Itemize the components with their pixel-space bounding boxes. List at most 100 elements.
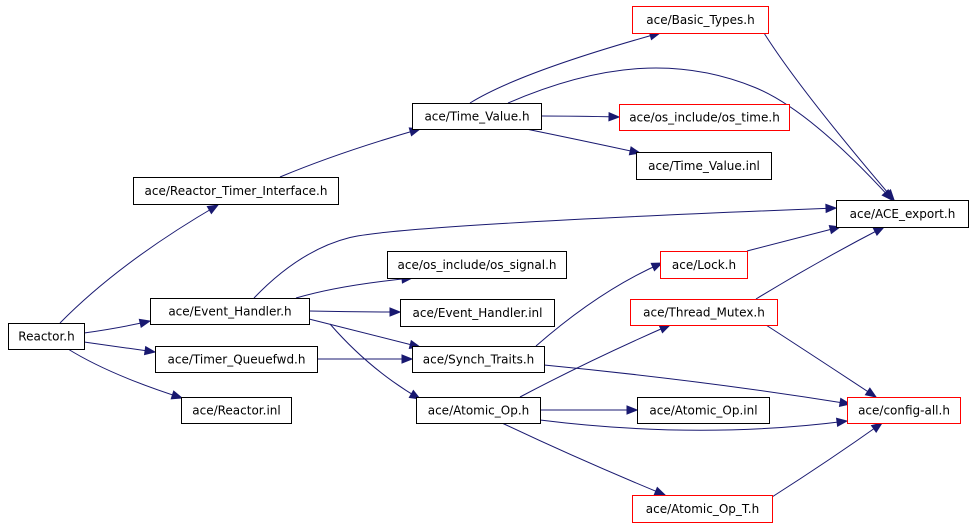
edge-line bbox=[755, 226, 885, 300]
node-label: Reactor.h bbox=[18, 330, 74, 344]
node-label: ace/Event_Handler.inl bbox=[413, 306, 543, 320]
edge-atomic_op_t-to-config_all bbox=[771, 422, 884, 498]
node-label: ace/config-all.h bbox=[858, 404, 950, 418]
node-timer-queuefwd[interactable]: ace/Timer_Queuefwd.h bbox=[155, 346, 318, 373]
edge-reactor_timer_interface-to-time_value_h bbox=[279, 127, 422, 178]
edge-line bbox=[308, 318, 421, 348]
node-time-value-inl[interactable]: ace/Time_Value.inl bbox=[636, 152, 772, 180]
edge-line bbox=[83, 341, 156, 353]
edge-arrowhead bbox=[401, 354, 414, 364]
node-atomic-op-inl[interactable]: ace/Atomic_Op.inl bbox=[637, 397, 770, 424]
edge-line bbox=[295, 277, 413, 299]
node-box bbox=[636, 152, 772, 180]
node-reactor-inl[interactable]: ace/Reactor.inl bbox=[181, 397, 292, 424]
node-box bbox=[637, 397, 770, 424]
node-label: ace/ACE_export.h bbox=[850, 207, 956, 221]
edge-atomic_op_h-to-atomic_op_t bbox=[501, 422, 667, 496]
edge-lock_h-to-ace_export bbox=[746, 225, 842, 252]
node-lock-h[interactable]: ace/Lock.h bbox=[660, 251, 748, 279]
edge-atomic_op_h-to-config_all bbox=[539, 417, 849, 431]
node-box bbox=[133, 177, 339, 205]
node-label: ace/Time_Value.h bbox=[424, 110, 529, 124]
node-label: ace/Reactor_Timer_Interface.h bbox=[145, 184, 328, 198]
node-label: ace/Timer_Queuefwd.h bbox=[168, 353, 306, 367]
edge-timer_queuefwd-to-synch_traits bbox=[317, 354, 414, 364]
edge-thread_mutex-to-config_all bbox=[765, 324, 878, 398]
node-label: ace/os_include/os_time.h bbox=[629, 111, 780, 125]
edge-event_handler_h-to-atomic_op_h bbox=[329, 323, 422, 400]
node-os-time[interactable]: ace/os_include/os_time.h bbox=[619, 104, 790, 131]
edge-reactor_h-to-reactor_timer_interface bbox=[59, 204, 220, 324]
edge-line bbox=[253, 207, 837, 299]
node-atomic-op-t[interactable]: ace/Atomic_Op_T.h bbox=[632, 495, 773, 523]
edge-line bbox=[519, 324, 671, 398]
edge-arrowhead bbox=[389, 307, 402, 317]
node-box bbox=[400, 299, 555, 327]
edge-line bbox=[765, 324, 877, 398]
node-reactor-timer-interface[interactable]: ace/Reactor_Timer_Interface.h bbox=[133, 177, 339, 205]
edge-line bbox=[771, 422, 883, 498]
edge-atomic_op_h-to-atomic_op_inl bbox=[540, 405, 639, 415]
node-box bbox=[847, 397, 961, 424]
node-box bbox=[387, 251, 567, 279]
edge-reactor_h-to-timer_queuefwd bbox=[83, 341, 157, 356]
edge-line bbox=[746, 226, 841, 252]
node-thread-mutex[interactable]: ace/Thread_Mutex.h bbox=[630, 299, 778, 326]
node-box bbox=[416, 397, 541, 424]
node-box bbox=[619, 104, 790, 131]
edge-arrowhead bbox=[872, 226, 886, 237]
node-basic-types[interactable]: ace/Basic_Types.h bbox=[632, 6, 769, 34]
node-box bbox=[632, 6, 769, 34]
edge-line bbox=[501, 422, 666, 496]
node-box bbox=[412, 103, 542, 130]
edge-arrowhead bbox=[658, 324, 672, 334]
nodes-layer: Reactor.hace/Reactor_Timer_Interface.hac… bbox=[8, 6, 969, 523]
edges-layer bbox=[59, 31, 895, 498]
node-box bbox=[632, 495, 773, 523]
edge-arrowhead bbox=[626, 405, 639, 415]
node-box bbox=[181, 397, 292, 424]
edge-line bbox=[67, 348, 183, 399]
edge-time_value_h-to-basic_types bbox=[469, 31, 662, 104]
node-label: ace/Event_Handler.h bbox=[168, 305, 291, 319]
node-reactor-h[interactable]: Reactor.h bbox=[8, 323, 85, 350]
edge-reactor_h-to-event_handler_h bbox=[83, 318, 152, 334]
edge-arrowhead bbox=[170, 390, 184, 400]
edge-synch_traits-to-lock_h bbox=[535, 262, 664, 347]
node-label: ace/Lock.h bbox=[672, 258, 736, 272]
node-config-all[interactable]: ace/config-all.h bbox=[847, 397, 961, 424]
edge-arrowhead bbox=[825, 203, 838, 214]
node-synch-traits[interactable]: ace/Synch_Traits.h bbox=[412, 346, 545, 373]
node-event-handler-h[interactable]: ace/Event_Handler.h bbox=[150, 298, 310, 325]
node-label: ace/Atomic_Op.h bbox=[428, 404, 530, 418]
edge-line bbox=[540, 115, 620, 118]
edge-line bbox=[329, 323, 421, 400]
node-label: ace/os_include/os_signal.h bbox=[398, 258, 557, 272]
node-box bbox=[836, 200, 969, 228]
node-label: ace/Basic_Types.h bbox=[646, 13, 754, 27]
node-box bbox=[155, 346, 318, 373]
edge-arrowhead bbox=[653, 486, 667, 496]
edge-arrowhead bbox=[835, 417, 849, 428]
edge-line bbox=[543, 364, 851, 405]
edge-time_value_h-to-time_value_inl bbox=[525, 128, 642, 156]
node-label: ace/Thread_Mutex.h bbox=[643, 306, 765, 320]
edge-arrowhead bbox=[650, 262, 664, 272]
edge-event_handler_h-to-event_handler_inl bbox=[308, 307, 402, 317]
edge-line bbox=[59, 204, 219, 324]
edge-line bbox=[535, 262, 663, 347]
edge-line bbox=[763, 32, 895, 201]
node-time-value-h[interactable]: ace/Time_Value.h bbox=[412, 103, 542, 130]
node-ace-export[interactable]: ace/ACE_export.h bbox=[836, 200, 969, 228]
edge-arrowhead bbox=[883, 188, 895, 202]
edge-arrowhead bbox=[870, 422, 884, 433]
node-event-handler-inl[interactable]: ace/Event_Handler.inl bbox=[400, 299, 555, 327]
edge-line bbox=[279, 128, 421, 178]
node-box bbox=[412, 346, 545, 373]
edge-arrowhead bbox=[143, 345, 157, 356]
node-box bbox=[150, 298, 310, 325]
node-atomic-op-h[interactable]: ace/Atomic_Op.h bbox=[416, 397, 541, 424]
edge-arrowhead bbox=[408, 389, 422, 400]
node-os-signal[interactable]: ace/os_include/os_signal.h bbox=[387, 251, 567, 279]
